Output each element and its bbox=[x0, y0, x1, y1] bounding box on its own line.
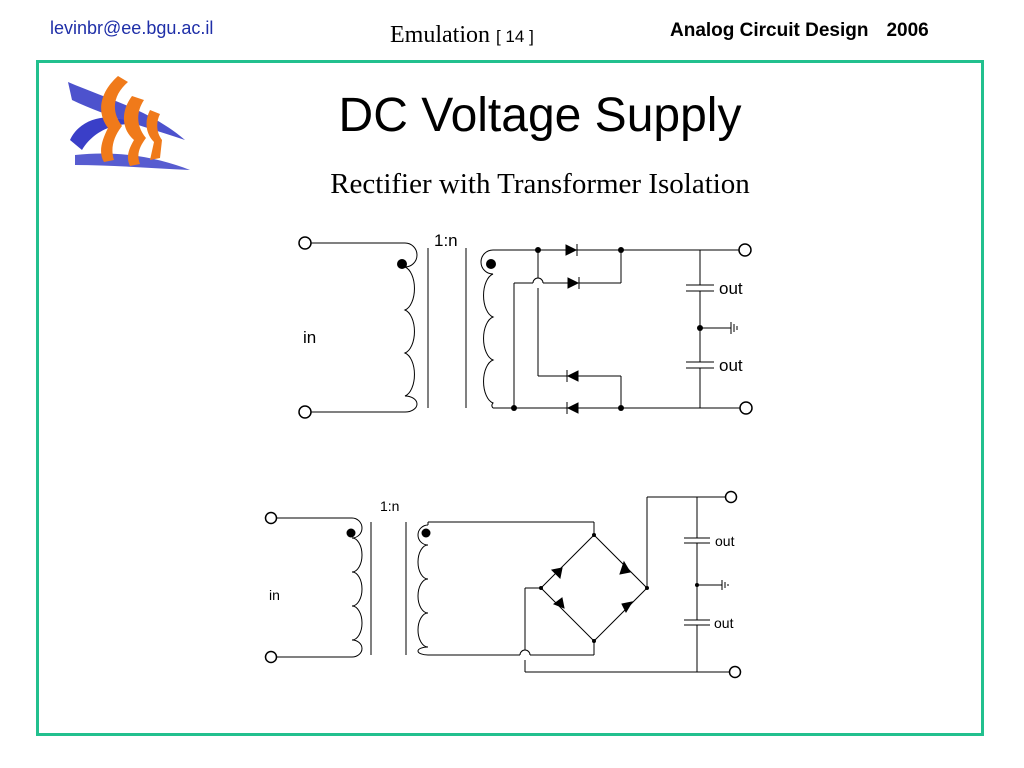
bottom-output-terminal-upper bbox=[724, 490, 738, 504]
bottom-input-terminal-lower bbox=[264, 650, 278, 664]
top-primary-coil bbox=[403, 242, 418, 413]
slide-title: DC Voltage Supply bbox=[338, 89, 742, 142]
top-out-upper-label: out bbox=[719, 279, 743, 298]
bottom-primary-coil bbox=[351, 517, 363, 658]
top-output-terminal-lower bbox=[739, 401, 753, 415]
bottom-input-label: in bbox=[269, 587, 280, 603]
course-header: Analog Circuit Design 2006 bbox=[670, 20, 929, 42]
bottom-bridge bbox=[540, 534, 648, 642]
top-diode-2 bbox=[567, 277, 580, 289]
slide-frame bbox=[36, 60, 984, 736]
top-primary-dot bbox=[397, 259, 407, 269]
bottom-diode-2 bbox=[619, 560, 631, 575]
top-out-lower-label: out bbox=[719, 356, 743, 375]
bottom-input-terminal-upper bbox=[264, 511, 278, 525]
top-secondary-dot bbox=[486, 259, 496, 269]
bottom-diode-3 bbox=[552, 597, 565, 609]
course-year: 2006 bbox=[886, 20, 929, 41]
bottom-secondary-coil bbox=[417, 524, 429, 656]
page-number: [ 14 ] bbox=[495, 27, 534, 46]
bottom-diode-1 bbox=[550, 567, 563, 580]
bottom-out-lower-label: out bbox=[714, 615, 734, 631]
section-name: Emulation bbox=[390, 22, 490, 48]
top-input-label: in bbox=[303, 328, 316, 347]
bottom-diode-4 bbox=[621, 601, 634, 614]
bottom-secondary-dot bbox=[421, 528, 431, 538]
top-diode-3 bbox=[566, 370, 579, 382]
bottom-out-upper-label: out bbox=[715, 533, 735, 549]
section-title: Emulation [ 14 ] bbox=[390, 22, 534, 49]
top-secondary-coil bbox=[480, 249, 495, 409]
top-output-terminal-upper bbox=[738, 243, 752, 257]
bottom-output-terminal-lower bbox=[728, 665, 742, 679]
top-ratio-label: 1:n bbox=[434, 231, 458, 250]
author-email: levinbr@ee.bgu.ac.il bbox=[50, 18, 214, 38]
course-name: Analog Circuit Design bbox=[670, 20, 869, 41]
bottom-primary-dot bbox=[346, 528, 356, 538]
bottom-ratio-label: 1:n bbox=[380, 498, 399, 514]
slide-subtitle: Rectifier with Transformer Isolation bbox=[330, 168, 750, 200]
